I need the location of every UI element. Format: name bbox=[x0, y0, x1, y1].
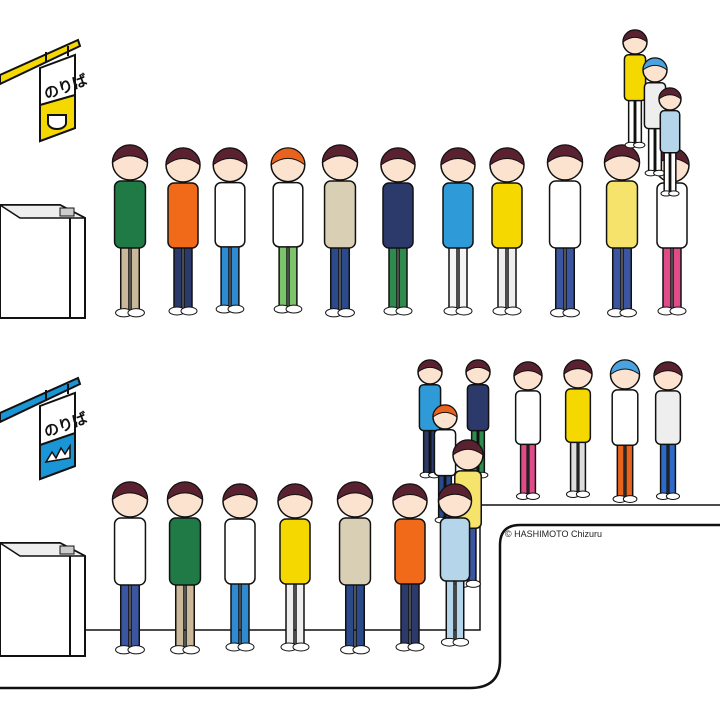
child-figure bbox=[166, 481, 204, 655]
child-figure bbox=[165, 147, 201, 316]
child-figure bbox=[111, 144, 149, 318]
child-figure bbox=[380, 147, 416, 316]
child-figure bbox=[417, 359, 443, 479]
bottom-queue-inner-rail bbox=[85, 504, 720, 631]
child-figure bbox=[111, 481, 149, 655]
bottom-boarding-sign: のりば bbox=[0, 376, 90, 481]
child-figure bbox=[321, 144, 359, 318]
child-figure bbox=[222, 483, 258, 652]
child-figure bbox=[653, 361, 683, 501]
child-figure bbox=[546, 144, 584, 318]
copyright-credit: © HASHIMOTO Chizuru bbox=[505, 529, 602, 539]
child-figure bbox=[336, 481, 374, 655]
child-figure bbox=[609, 359, 641, 503]
top-ticket-gate bbox=[0, 204, 86, 319]
roller-coaster-icon bbox=[44, 443, 71, 464]
bottom-ticket-gate bbox=[0, 542, 86, 657]
top-boarding-sign: のりば bbox=[0, 38, 90, 143]
child-figure bbox=[603, 144, 641, 318]
child-figure bbox=[658, 87, 682, 197]
child-figure bbox=[489, 147, 525, 316]
child-figure bbox=[622, 29, 648, 149]
child-figure bbox=[277, 483, 313, 652]
child-figure bbox=[437, 483, 473, 647]
bottom-queue-floor bbox=[0, 523, 720, 690]
child-figure bbox=[270, 147, 306, 314]
child-figure bbox=[513, 361, 543, 501]
teacup-icon bbox=[47, 114, 67, 130]
child-figure bbox=[563, 359, 593, 499]
child-figure bbox=[392, 483, 428, 652]
child-figure bbox=[440, 147, 476, 316]
child-figure bbox=[212, 147, 248, 314]
